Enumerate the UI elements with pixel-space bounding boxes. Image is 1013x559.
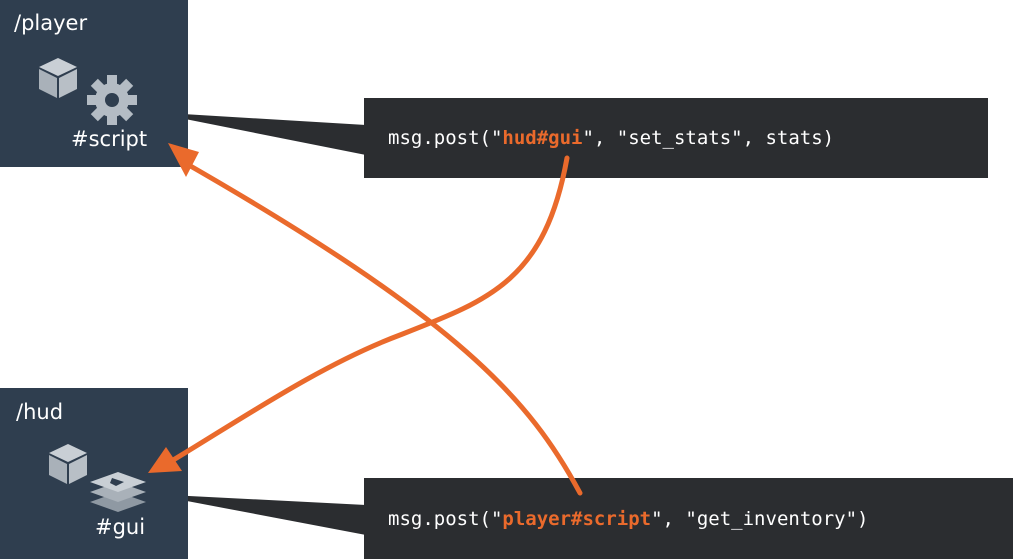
code-target-player-script: player#script	[502, 507, 652, 530]
arrowhead-player-script	[168, 143, 199, 177]
script-component-label: #script	[71, 127, 148, 151]
layers-icon	[90, 472, 146, 512]
code-box-get-inventory: msg.post("player#script", "get_inventory…	[364, 478, 1013, 559]
code-suffix: ", "set_stats", stats)	[582, 127, 835, 149]
player-title: /player	[14, 11, 88, 35]
cube-icon	[49, 444, 87, 484]
player-connector-wedge	[150, 112, 366, 155]
gui-component-label: #gui	[95, 515, 146, 539]
hud-gameobject[interactable]: /hud #gui	[0, 388, 188, 559]
gear-icon	[87, 75, 137, 125]
code-box-set-stats: msg.post("hud#gui", "set_stats", stats)	[364, 98, 988, 178]
code-prefix: msg.post("	[388, 507, 503, 530]
arrowhead-hud-gui	[148, 447, 182, 473]
arrow-to-hud-gui	[167, 155, 570, 465]
hud-title: /hud	[16, 400, 64, 424]
code-prefix: msg.post("	[388, 127, 503, 149]
player-gameobject[interactable]: /player #script	[0, 0, 188, 167]
cube-icon	[39, 58, 77, 98]
code-target-hud-gui: hud#gui	[502, 127, 583, 149]
arrow-to-player-script	[177, 157, 583, 496]
code-suffix: ", "get_inventory")	[651, 507, 869, 530]
hud-connector-wedge	[150, 494, 366, 535]
